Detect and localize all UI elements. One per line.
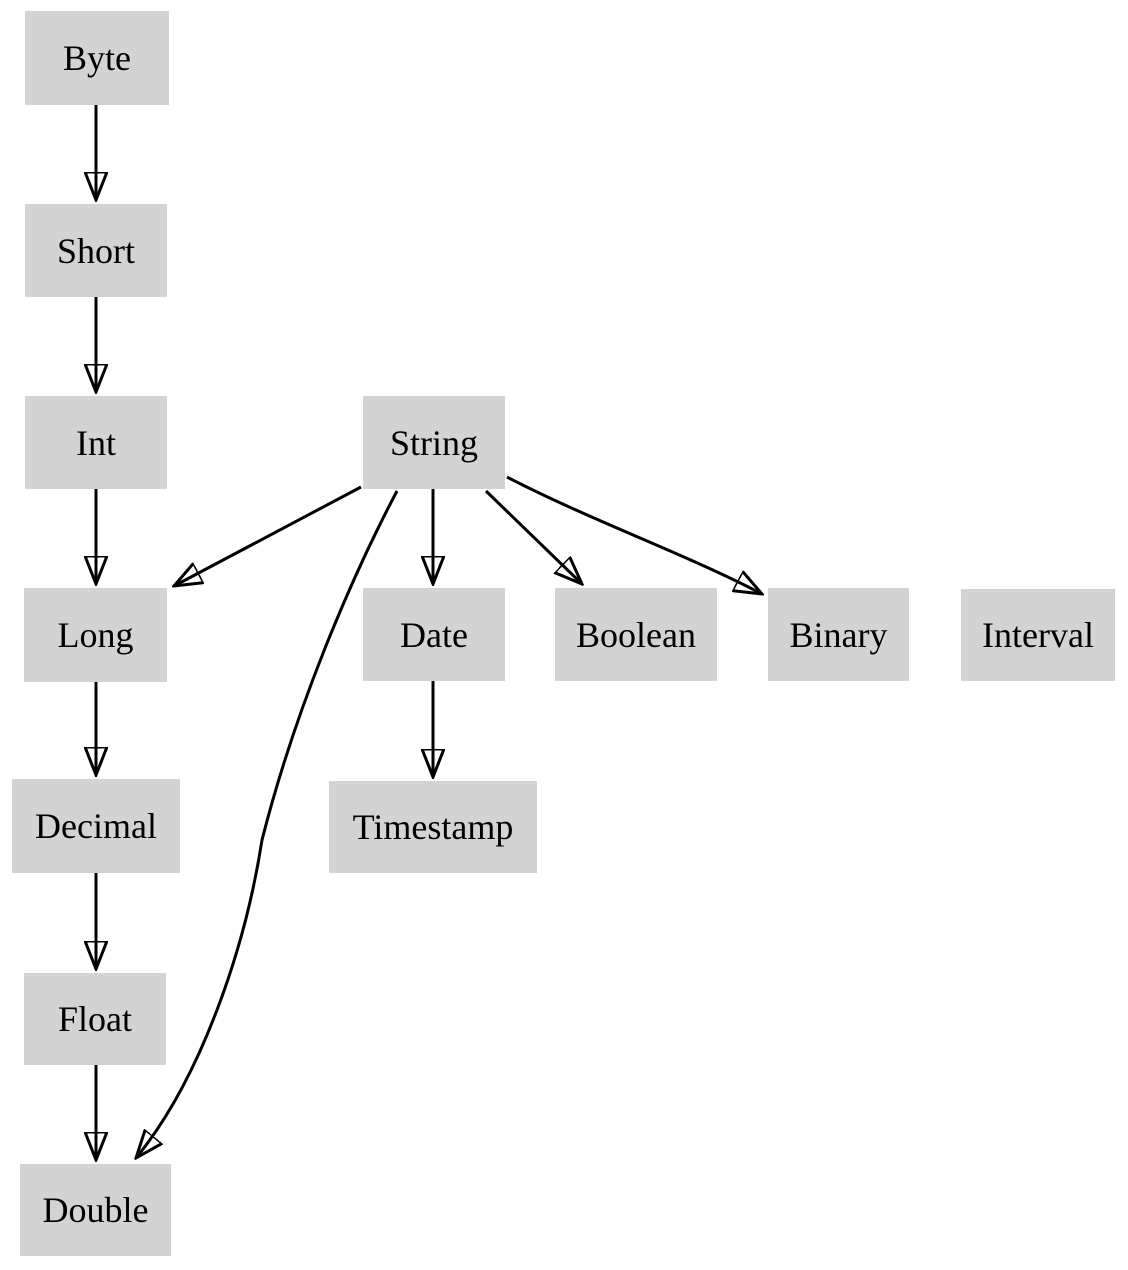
node-byte: Byte [25, 11, 169, 105]
edge-string-double [136, 490, 399, 1158]
edge-string-long [174, 485, 362, 586]
node-label: Interval [982, 615, 1094, 655]
node-label: Double [42, 1190, 149, 1230]
node-timestamp: Timestamp [329, 781, 537, 873]
node-label: Timestamp [352, 807, 514, 847]
node-binary: Binary [768, 588, 909, 681]
node-label: Byte [63, 38, 131, 78]
node-date: Date [363, 588, 505, 681]
edge-string-binary [506, 475, 762, 594]
node-int: Int [25, 396, 167, 489]
node-label: Boolean [576, 614, 696, 655]
node-boolean: Boolean [555, 588, 717, 681]
node-float: Float [24, 973, 166, 1065]
edge-string-boolean [484, 489, 582, 584]
node-label: Date [400, 614, 468, 655]
node-long: Long [24, 588, 167, 682]
node-label: Float [57, 999, 132, 1039]
node-decimal: Decimal [12, 779, 180, 873]
node-label: Long [57, 615, 134, 655]
node-short: Short [25, 204, 167, 297]
node-string: String [363, 396, 505, 489]
node-double: Double [20, 1164, 171, 1256]
node-label: Short [56, 230, 135, 271]
node-interval: Interval [961, 589, 1115, 681]
node-label: Binary [789, 614, 888, 655]
node-label: String [389, 422, 478, 463]
node-label: Decimal [35, 806, 157, 846]
node-label: Int [76, 422, 116, 463]
